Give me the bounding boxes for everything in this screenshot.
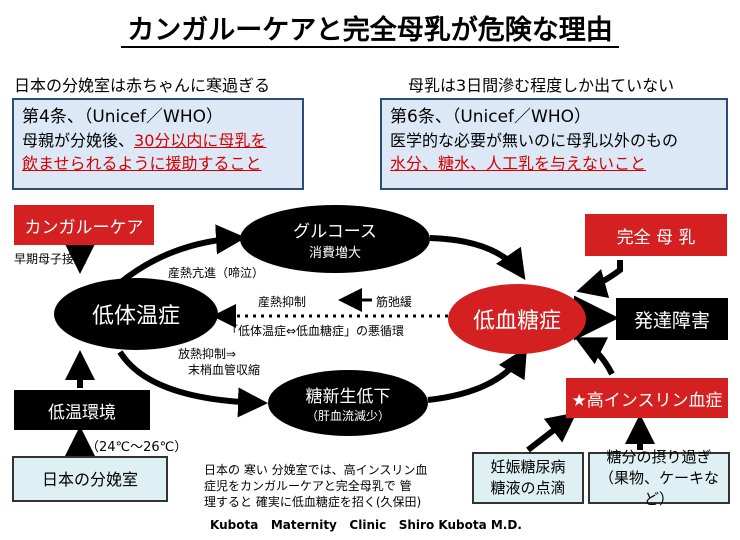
article6-box: 第6条、（Unicef／WHO） 医学的な必要が無いのに母乳以外のもの 水分、糖… [380,98,728,190]
page-title: カンガルーケアと完全母乳が危険な理由 [0,8,740,48]
early-contact-text: 早期母子接触 [14,252,87,266]
kangaroo-care-label: カンガルーケア [14,205,154,245]
heat-suppression-text: 産熱抑制 [258,295,307,309]
article4-line1: 母親が分娩後、30分以内に母乳を [22,131,267,150]
glucose-consumption-node: グルコース 消費増大 [240,205,430,273]
article4-box: 第4条、（Unicef／WHO） 母親が分娩後、30分以内に母乳を 飲ませられる… [12,98,304,190]
sugar-excess-box: 糖分の摂り過ぎ（果物、ケーキなど） [588,448,730,508]
muscle-relax-text: 筋弛緩 [376,295,413,309]
full-breastmilk-label: 完全 母 乳 [585,214,727,256]
article6-line2: 水分、糖水、人工乳を与えないこと [390,154,647,173]
japan-delivery-room-box: 日本の分娩室 [12,456,168,502]
left-header: 日本の分娩室は赤ちゃんに寒過ぎる [14,76,271,95]
footer-credit: Kubota Maternity Clinic Shiro Kubota M.D… [210,518,522,532]
right-header: 母乳は3日間滲む程度しか出ていない [408,76,675,95]
high-insulin-label: ★高インスリン血症 [566,378,728,418]
heat-production-text: 産熱亢進（啼泣） [168,266,265,280]
gestational-diabetes-box: 妊娠糖尿病糖液の点滴 [472,452,584,504]
temp-range-text: （24℃～26℃） [86,440,188,455]
clinical-note: 日本の 寒い 分娩室では、高インスリン血 症児をカンガルーケアと完全母乳で 管 … [204,463,428,509]
article4-line2: 飲ませられるように援助すること [22,154,262,173]
developmental-disorder-label: 発達障害 [616,298,728,340]
hypothermia-node: 低体温症 [54,278,218,350]
article6-heading: 第6条、（Unicef／WHO） [390,107,592,127]
gluconeogenesis-node: 糖新生低下 （肝血流減少） [268,370,428,436]
vicious-cycle-text: 「低体温症⇔低血糖症」の悪循環 [226,324,405,338]
heat-release-text: 放熱抑制⇒ 末梢血管収縮 [178,347,261,377]
low-temp-env-label: 低温環境 [14,390,150,430]
article4-heading: 第4条、（Unicef／WHO） [22,107,224,127]
hypoglycemia-node: 低血糖症 [448,284,586,354]
article6-line1: 医学的な必要が無いのに母乳以外のもの [390,131,679,150]
